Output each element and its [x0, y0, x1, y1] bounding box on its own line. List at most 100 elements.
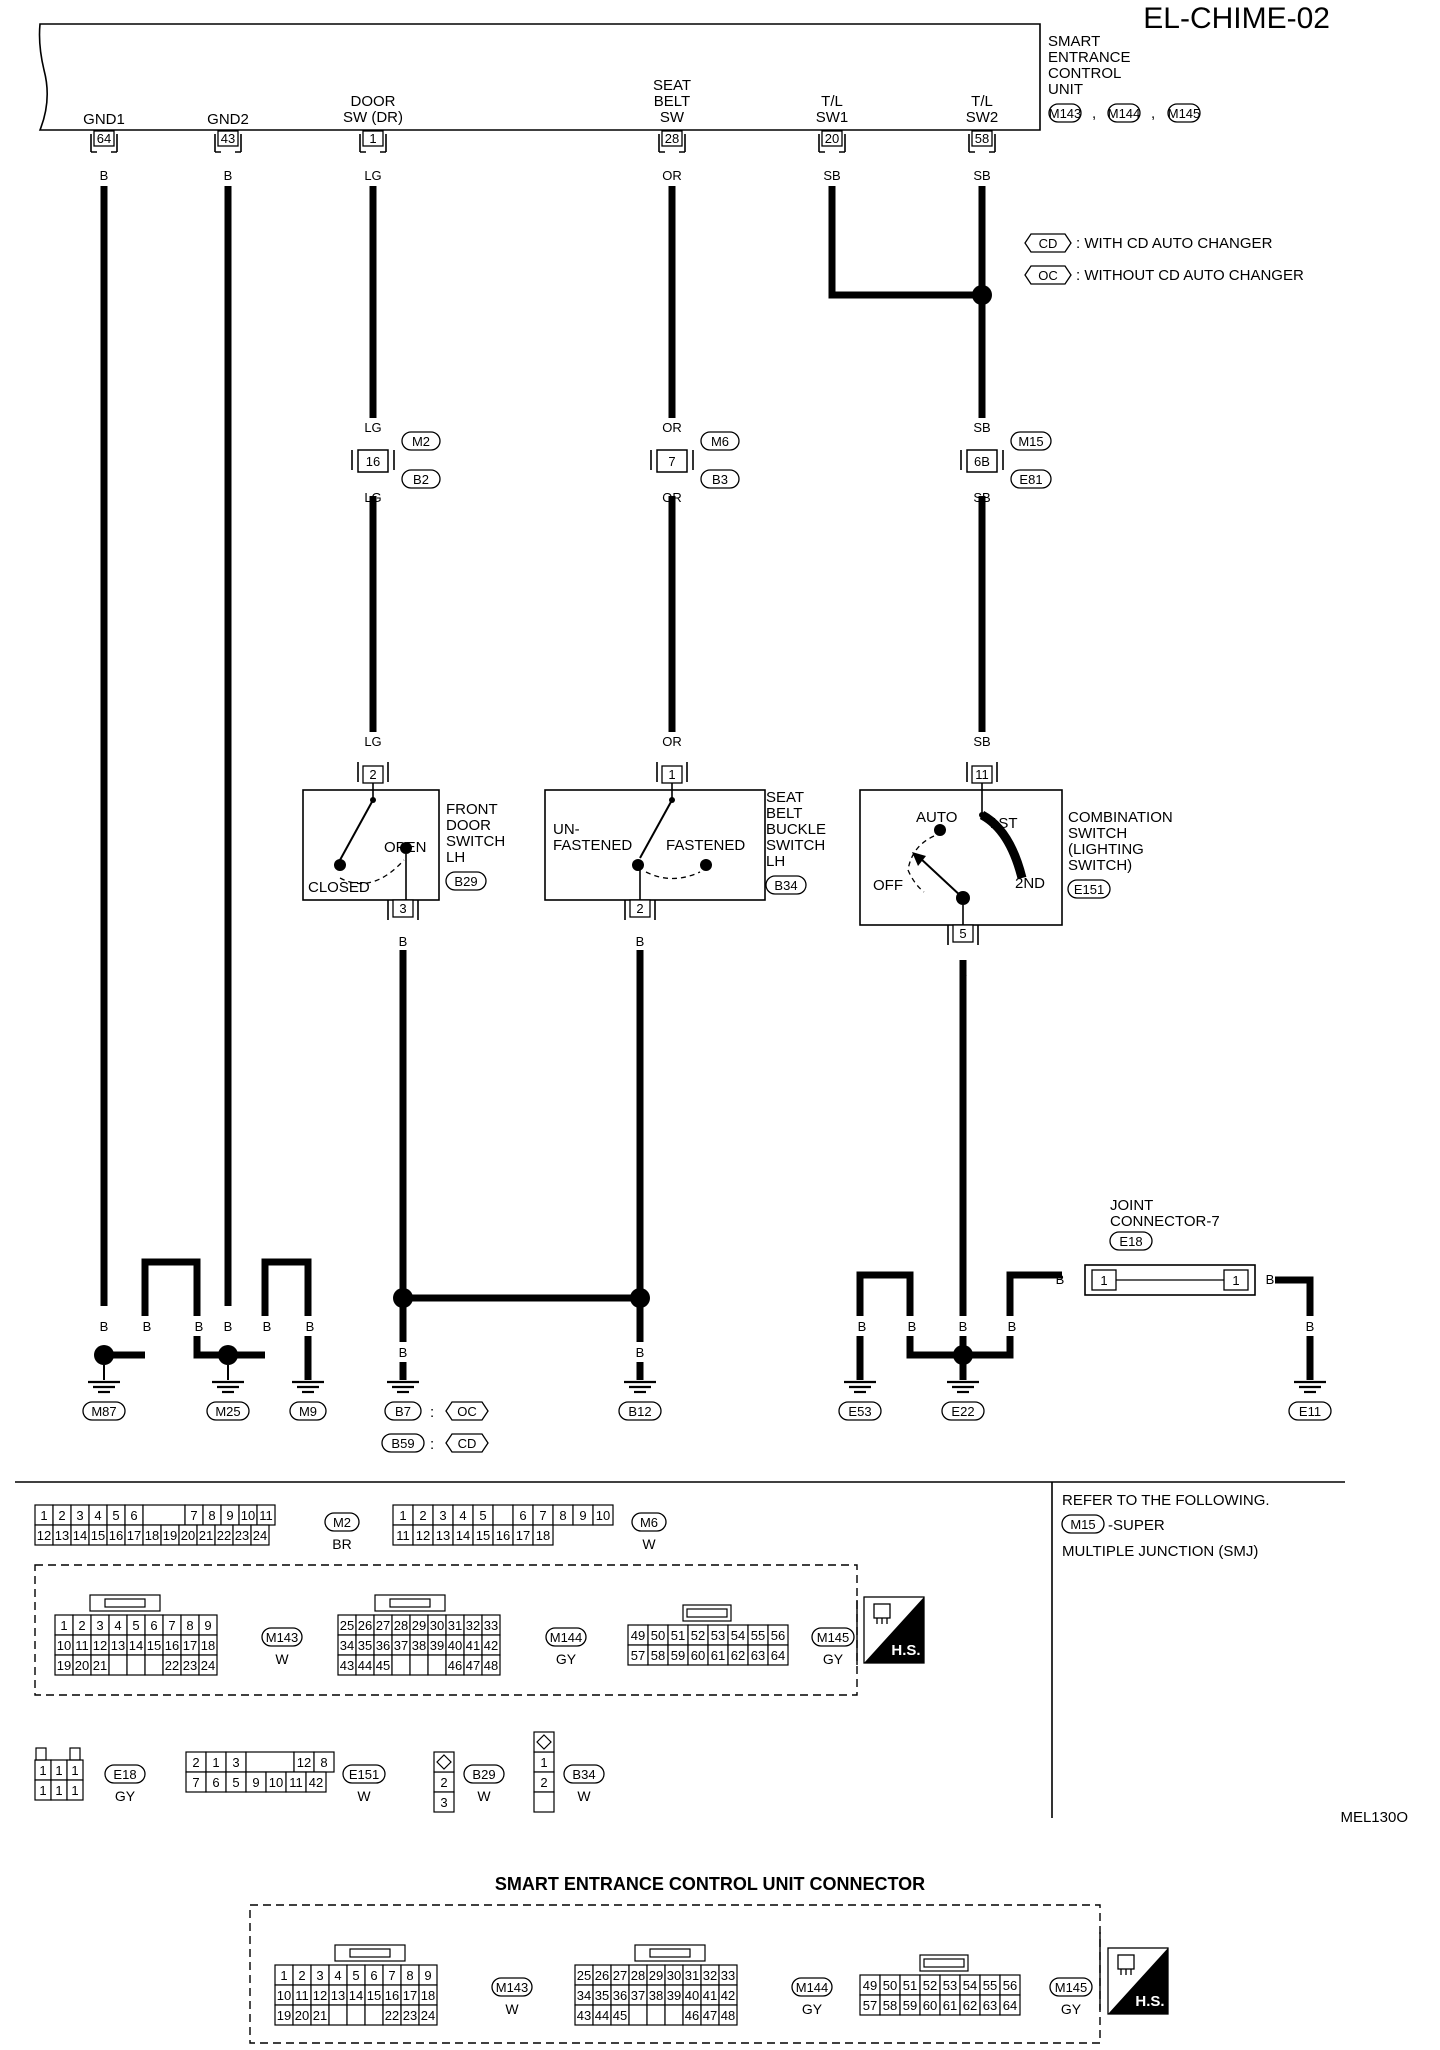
connector-pin: 40	[685, 1988, 699, 2003]
svg-text:,: ,	[1092, 105, 1096, 122]
control-unit-name-1: SMART	[1048, 33, 1100, 50]
connector-pin: 64	[1003, 1998, 1017, 2013]
connector-pin: 17	[183, 1638, 197, 1653]
connector-pin: 18	[421, 1988, 435, 2003]
connector-pin: 38	[412, 1638, 426, 1653]
connector-pin: 16	[385, 1988, 399, 2003]
connector-pin: 1	[40, 1508, 47, 1523]
connector-pin: 25	[340, 1618, 354, 1633]
ground-id: E53	[848, 1404, 871, 1419]
connector-pin: 59	[903, 1998, 917, 2013]
component-name: SEAT	[766, 789, 804, 806]
connector-pin: 14	[349, 1988, 363, 2003]
connector-pin: 39	[430, 1638, 444, 1653]
ground-id: M9	[299, 1404, 317, 1419]
ground-id: M25	[215, 1404, 240, 1419]
connector-pin: 57	[631, 1648, 645, 1663]
legend-code-cd: CD	[1039, 236, 1058, 251]
connector-pin: 37	[631, 1988, 645, 2003]
connector-pin: 8	[406, 1968, 413, 1983]
connector-pin: 4	[94, 1508, 101, 1523]
terminal-label: T/L	[971, 93, 993, 110]
ground-id: B12	[628, 1404, 651, 1419]
connector-pin: 45	[613, 2008, 627, 2023]
connector-color: W	[577, 1788, 591, 1804]
terminal-pin: 28	[665, 131, 679, 146]
connector-pin: 62	[963, 1998, 977, 2013]
refer-text-3: MULTIPLE JUNCTION (SMJ)	[1062, 1543, 1258, 1560]
connector-pin: 21	[93, 1658, 107, 1673]
connector-pin: 7	[192, 1775, 199, 1790]
inline-connector-m6-b3: OR 7 OR M6 B3	[650, 420, 740, 505]
seat-belt-buckle-switch: OR 1 UN- FASTENED FASTENED 2 B SEAT BELT…	[544, 734, 826, 949]
connector-pin: 27	[613, 1968, 627, 1983]
connector-pin: 35	[595, 1988, 609, 2003]
terminal-pin: 20	[825, 131, 839, 146]
wire-color: OR	[662, 490, 682, 505]
connector-pin: 18	[536, 1528, 550, 1543]
terminal-seat-belt-sw: SEAT BELT SW 28 OR	[653, 77, 691, 183]
component-name: SWITCH	[446, 833, 505, 850]
connector-pin: 9	[252, 1775, 259, 1790]
connector-pin: 21	[199, 1528, 213, 1543]
component-id: B34	[774, 878, 797, 893]
connector-pin: 37	[394, 1638, 408, 1653]
ground-id: M87	[91, 1404, 116, 1419]
joint-connector-7: JOINT CONNECTOR-7 E18 1 1 B B	[1056, 1197, 1274, 1296]
wire-color: LG	[364, 490, 381, 505]
connector-pin: 11	[396, 1528, 410, 1543]
terminal-label: GND1	[83, 111, 125, 128]
connector-pin: 58	[883, 1998, 897, 2013]
page-title: EL-CHIME-02	[1143, 2, 1330, 35]
ground-id: E22	[951, 1404, 974, 1419]
inline-connector-m2-b2: LG 16 LG M2 B2	[351, 420, 441, 505]
connector-pin: 52	[923, 1978, 937, 1993]
connector-pin: 40	[448, 1638, 462, 1653]
connector-pin: 8	[559, 1508, 566, 1523]
state-unfastened-2: FASTENED	[553, 837, 632, 854]
connector-id: M144	[796, 1980, 829, 1995]
connector-id: M2	[333, 1515, 351, 1530]
terminal-label: DOOR	[351, 93, 396, 110]
connector-pin: 43	[577, 2008, 591, 2023]
connector-pin: 17	[403, 1988, 417, 2003]
state-open: OPEN	[384, 839, 427, 856]
connector-pin: 29	[412, 1618, 426, 1633]
connector-pin: 55	[983, 1978, 997, 1993]
joint-id: E18	[1119, 1234, 1142, 1249]
inline-conn-top: M2	[412, 434, 430, 449]
state-1st: 1ST	[990, 815, 1018, 832]
inline-conn-bot: E81	[1019, 472, 1042, 487]
connector-pin: 6	[212, 1775, 219, 1790]
connector-pin: 26	[358, 1618, 372, 1633]
connector-pin: 23	[183, 1658, 197, 1673]
connector-pin: 27	[376, 1618, 390, 1633]
connector-id: E18	[113, 1767, 136, 1782]
connector-pin: 14	[456, 1528, 470, 1543]
connector-pin: 10	[241, 1508, 255, 1523]
connector-pin: 17	[127, 1528, 141, 1543]
wire-color: B	[100, 1319, 109, 1334]
connector-pin: 41	[703, 1988, 717, 2003]
connector-pin: 33	[484, 1618, 498, 1633]
connector-pin: 54	[731, 1628, 745, 1643]
connector-pin: 43	[340, 1658, 354, 1673]
legend-text-oc: : WITHOUT CD AUTO CHANGER	[1076, 267, 1304, 284]
legend-code-oc: OC	[1038, 268, 1058, 283]
connector-pin: 4	[114, 1618, 121, 1633]
connector-pin: 25	[577, 1968, 591, 1983]
connector-pin: 15	[147, 1638, 161, 1653]
connector-pin: 7	[388, 1968, 395, 1983]
front-door-switch: LG 2 OPEN CLOSED 3 B FRONT DOOR SWITCH L…	[302, 734, 505, 949]
hs-label: H.S.	[891, 1642, 920, 1659]
connector-pin: 5	[352, 1968, 359, 1983]
connector-pin: 59	[671, 1648, 685, 1663]
connector-id: M145	[1055, 1980, 1088, 1995]
connector-pin: 8	[186, 1618, 193, 1633]
component-name: DOOR	[446, 817, 491, 834]
